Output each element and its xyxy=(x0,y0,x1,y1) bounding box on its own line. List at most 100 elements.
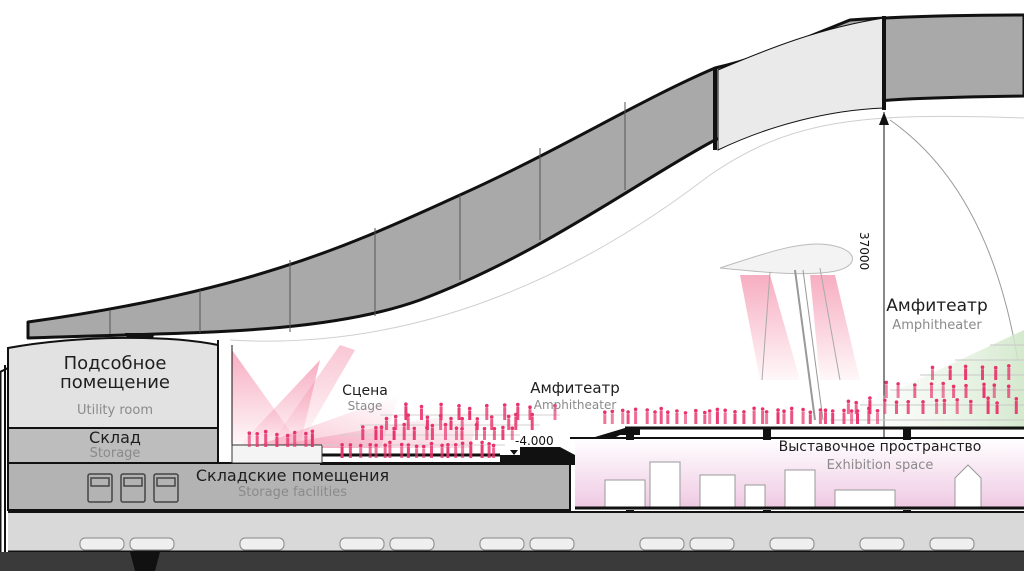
crowd-figure xyxy=(404,406,408,420)
crowd-figure xyxy=(406,417,410,430)
crowd-figure-head xyxy=(626,410,630,414)
crowd-figure xyxy=(818,412,822,424)
level-mark-label: -4.000 xyxy=(515,434,554,448)
crowd-figure-head xyxy=(510,426,515,431)
crowd-figure xyxy=(444,426,447,440)
crowd-figure-head xyxy=(388,440,392,445)
crowd-figure xyxy=(790,410,794,424)
crowd-figure xyxy=(507,418,511,430)
crowd-figure xyxy=(340,446,344,458)
crowd-figure-head xyxy=(993,365,998,370)
crowd-figure xyxy=(304,435,308,447)
crowd-figure-head xyxy=(703,410,707,415)
crowd-figure-head xyxy=(467,406,472,411)
crowd-figure-head xyxy=(733,410,737,414)
crowd-figure xyxy=(388,444,392,458)
crowd-figure-head xyxy=(348,443,353,447)
exhibition-label-ru: Выставочное пространство xyxy=(778,439,982,455)
crowd-figure-head xyxy=(694,408,698,413)
crowd-figure xyxy=(876,412,879,424)
crowd-figure-head xyxy=(948,365,952,370)
crowd-figure-head xyxy=(934,398,939,403)
crowd-figure-head xyxy=(368,443,373,447)
crowd-figure-head xyxy=(884,380,889,385)
crowd-figure xyxy=(603,414,607,424)
crowd-figure xyxy=(1014,400,1018,414)
crowd-figure xyxy=(380,429,383,440)
crowd-figure-head xyxy=(645,408,649,412)
crowd-figure-head xyxy=(830,409,835,413)
foundation xyxy=(0,552,1024,571)
crowd-figure xyxy=(385,420,388,430)
crowd-figure-head xyxy=(460,416,465,421)
crowd-figure-head xyxy=(653,410,657,414)
crowd-figure xyxy=(867,410,871,424)
crowd-figure xyxy=(492,447,496,458)
crowd-figure xyxy=(490,419,494,430)
storage-facilities-label-en: Storage facilities xyxy=(237,485,347,500)
crowd-figure xyxy=(969,403,973,414)
crowd-figure-head xyxy=(610,409,615,414)
crowd-figure xyxy=(400,446,404,458)
crowd-figure-head xyxy=(310,429,315,434)
crowd-figure-head xyxy=(707,409,712,413)
crowd-figure xyxy=(247,435,251,447)
crowd-figure-head xyxy=(485,403,489,408)
crowd-figure-head xyxy=(715,407,720,412)
crowd-figure-head xyxy=(930,365,935,370)
crowd-figure-head xyxy=(419,404,424,409)
crowd-figure xyxy=(503,407,507,420)
crowd-figure-head xyxy=(620,408,625,413)
crowd-figure xyxy=(742,413,746,424)
crowd-figure-head xyxy=(963,364,968,369)
crowd-figure-head xyxy=(430,423,435,428)
crowd-figure-head xyxy=(818,408,823,412)
crowd-figure-head xyxy=(955,398,959,402)
crowd-figure xyxy=(645,412,649,424)
roof-glazed-segment xyxy=(717,17,885,151)
crowd-figure xyxy=(952,388,956,398)
crowd-figure xyxy=(275,436,279,447)
crowd-figure xyxy=(868,400,872,414)
crowd-figure xyxy=(440,447,444,458)
crowd-figure-head xyxy=(502,403,507,407)
crowd-figure-head xyxy=(921,400,925,404)
crowd-figure xyxy=(415,448,419,458)
crowd-figure xyxy=(255,435,259,447)
crowd-figure-head xyxy=(868,396,872,400)
crowd-figure-head xyxy=(340,443,344,447)
crowd-figure xyxy=(782,413,786,424)
crowd-figure-head xyxy=(383,443,388,448)
crowd-figure xyxy=(994,369,998,380)
crowd-figure xyxy=(801,411,805,424)
crowd-figure-head xyxy=(752,406,756,411)
level-marker-triangle xyxy=(510,450,518,455)
crowd-figure-head xyxy=(501,425,505,430)
crowd-figure xyxy=(930,386,933,398)
crowd-figure xyxy=(264,433,268,447)
crowd-figure xyxy=(621,412,625,424)
crowd-figure xyxy=(708,413,712,424)
crowd-figure-head xyxy=(263,429,268,434)
crowd-figure-head xyxy=(412,426,417,431)
crowd-figure xyxy=(982,386,986,398)
crowd-figure xyxy=(394,418,398,430)
crowd-figure xyxy=(715,411,719,424)
crowd-figure xyxy=(992,387,996,398)
crowd-figure-head xyxy=(776,408,780,412)
stage-label-en: Stage xyxy=(347,399,383,413)
crowd-figure-head xyxy=(1007,364,1011,368)
crowd-figure xyxy=(553,407,557,420)
crowd-figure xyxy=(906,403,910,414)
utility-room-label-ru: Подсобное помещение xyxy=(40,354,190,393)
crowd-figure xyxy=(931,369,934,380)
crowd-figure-head xyxy=(453,443,458,447)
crowd-figure-head xyxy=(883,398,887,403)
crowd-figure-head xyxy=(489,415,494,419)
crowd-figure xyxy=(776,412,780,424)
crowd-figure-head xyxy=(454,426,459,431)
crowd-figure xyxy=(402,426,406,440)
parked-cars xyxy=(79,537,975,551)
crowd-figure xyxy=(941,385,945,398)
